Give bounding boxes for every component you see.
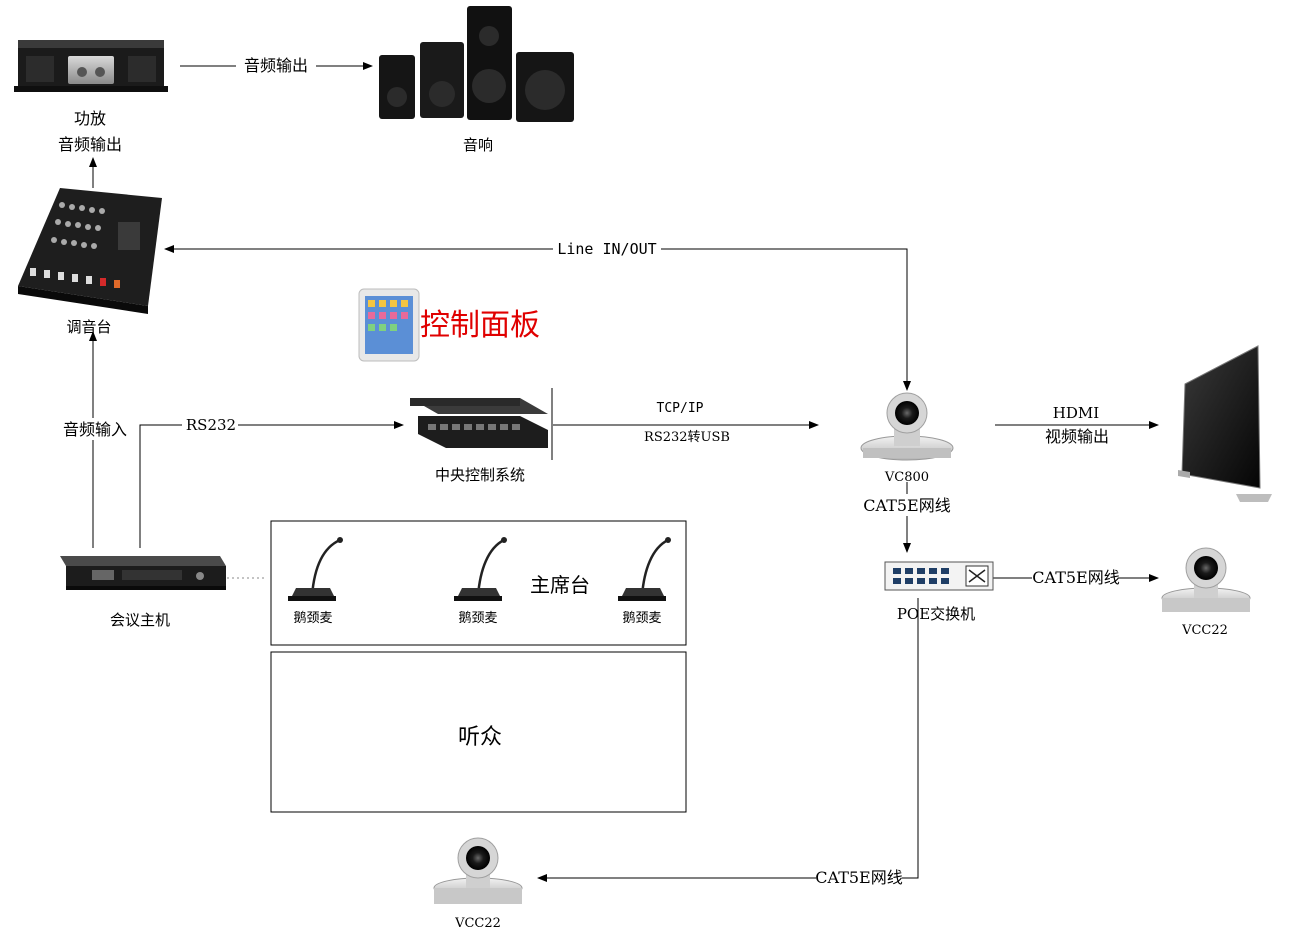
label-vc800-switch: CAT5E网线: [863, 496, 950, 515]
label-hdmi: HDMI: [1053, 404, 1099, 422]
conference-host-label: 会议主机: [110, 611, 170, 629]
vcc22-bottom-label: VCC22: [454, 916, 501, 931]
vc800-label: VC800: [884, 470, 929, 485]
audience-zone-title: 听众: [458, 725, 502, 750]
label-amp-speaker: 音频输出: [244, 56, 308, 75]
label-video-out: 视频输出: [1045, 427, 1109, 446]
line-switch-vcc22-bottom: [537, 598, 919, 882]
speakers-label: 音响: [463, 136, 493, 154]
chair-zone-title: 主席台: [530, 573, 590, 597]
vc800-camera-icon: [860, 392, 954, 461]
gooseneck-mic-icon: [454, 537, 507, 601]
speakers-icon: [379, 6, 574, 122]
connection-lines: [89, 62, 1159, 882]
central-control-label: 中央控制系统: [435, 466, 525, 484]
vcc22-bottom-camera-icon: [433, 837, 523, 904]
label-line-inout: Line IN/OUT: [557, 240, 656, 258]
mic-label: 鹅颈麦: [293, 610, 332, 626]
line-host-central: [139, 421, 404, 548]
amplifier-label: 功放: [74, 109, 106, 128]
conference-host-icon: [60, 556, 226, 590]
label-audio-input: 音频输入: [63, 420, 127, 439]
central-control-icon: [410, 398, 548, 448]
audience-zone: 听众: [270, 651, 687, 813]
tablet-icon: [358, 288, 420, 362]
vcc22-right-label: VCC22: [1181, 623, 1228, 638]
label-rs232: RS232: [186, 416, 236, 434]
poe-switch-icon: [884, 561, 994, 591]
gooseneck-mic-icon: [288, 537, 343, 601]
mixer-icon: [18, 188, 162, 314]
label-switch-vcc22-bottom: CAT5E网线: [815, 868, 902, 887]
amplifier-sub-label: 音频输出: [58, 135, 122, 154]
poe-switch-label: POE交换机: [897, 605, 975, 623]
mic-label: 鹅颈麦: [458, 610, 497, 626]
mic-label: 鹅颈麦: [622, 610, 661, 626]
connection-labels: 音频输出 Line IN/OUT 音频输入 RS232 TCP/IP RS232…: [55, 54, 1120, 889]
label-rs232-usb: RS232转USB: [644, 430, 730, 445]
tv-icon: [1178, 345, 1272, 502]
label-tcpip: TCP/IP: [657, 401, 704, 416]
mixer-label: 调音台: [66, 318, 111, 336]
vcc22-right-camera-icon: [1161, 547, 1251, 612]
gooseneck-mic-icon: [618, 537, 671, 601]
control-panel-label: 控制面板: [420, 308, 540, 343]
chair-zone: 主席台 鹅颈麦 鹅颈麦 鹅颈麦: [270, 520, 687, 646]
amplifier-icon: [14, 40, 168, 92]
label-switch-vcc22-right: CAT5E网线: [1032, 568, 1119, 587]
